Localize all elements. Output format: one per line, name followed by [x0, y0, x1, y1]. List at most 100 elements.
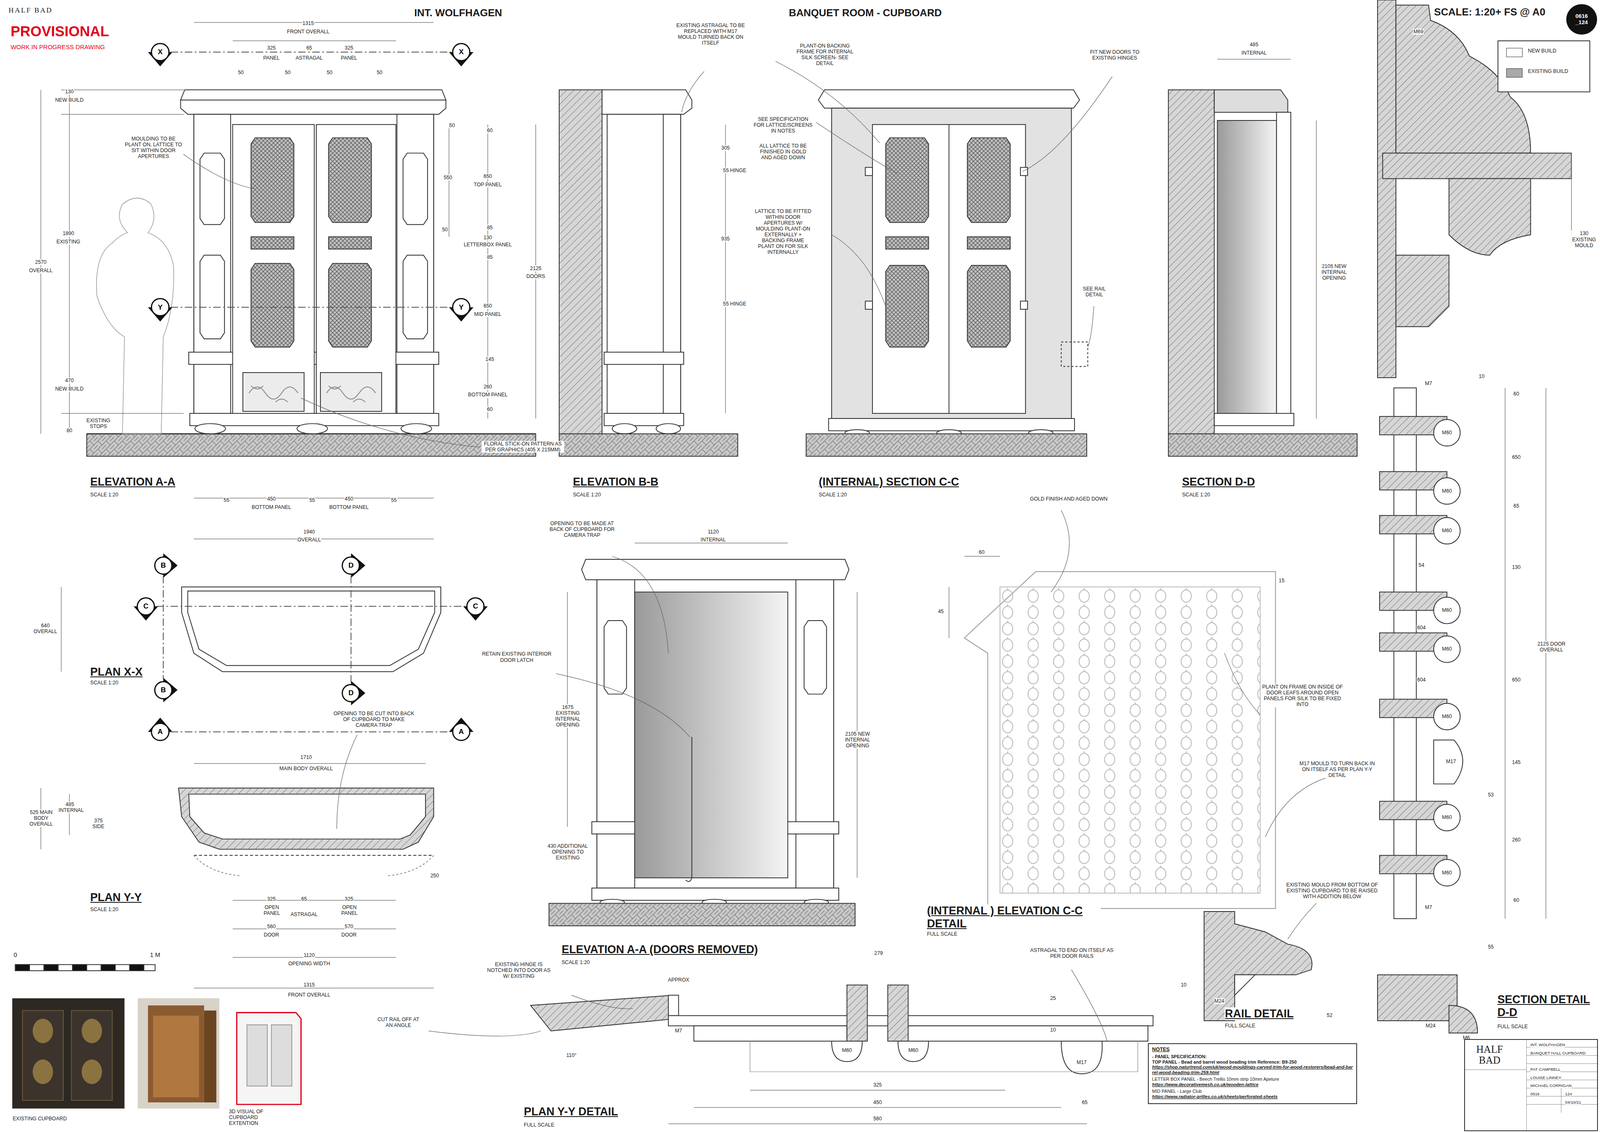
annotation-label: 1 M — [149, 951, 161, 959]
annotation-label: WORK IN PROGRESS DRAWING — [10, 43, 105, 51]
annotation-label: M24 — [1425, 1022, 1437, 1029]
annotation-label: ELEVATION A-A (DOORS REMOVED) — [561, 942, 759, 956]
annotation-label: 55 — [1487, 943, 1495, 950]
annotation-label: INT. WOLFHAGEN — [413, 7, 503, 19]
annotation-label: 130 — [482, 234, 493, 241]
annotation-label: 560 — [266, 923, 276, 930]
drawing-number: 0616 _124 — [1573, 13, 1590, 26]
annotation-label: OPEN PANEL — [259, 904, 285, 916]
annotation-label: 2125 — [529, 265, 542, 272]
annotation-label: 130 — [1511, 564, 1521, 570]
title-block-text: BANQUET HALL CUPBOARD — [1530, 1050, 1586, 1055]
section-marker: C — [466, 597, 485, 616]
annotation-label: M69 — [1412, 28, 1424, 35]
annotation-label: 110° — [565, 1052, 577, 1058]
annotation-label: (INTERNAL ) ELEVATION C-C DETAIL — [926, 904, 1101, 930]
title-block-text: PAT CAMPBELL — [1530, 1067, 1561, 1072]
section-marker: B — [154, 556, 173, 575]
annotation-label: (INTERNAL) SECTION C-C — [818, 475, 960, 489]
annotation-label: 375 SIDE — [88, 817, 108, 830]
annotation-label: 1315 — [302, 981, 315, 988]
section-marker: C — [136, 597, 155, 616]
section-marker: X — [452, 42, 471, 62]
annotation-label: 640 OVERALL — [29, 622, 61, 635]
title-block-text: LOUISE LINNEY — [1530, 1075, 1562, 1080]
annotation-label: OPENING WIDTH — [287, 960, 331, 967]
annotation-label: FULL SCALE — [926, 930, 958, 937]
annotation-label: 935 — [720, 235, 730, 242]
annotation-label: 65 — [1512, 502, 1520, 509]
annotation-label: 325 — [344, 895, 354, 902]
annotation-label: 50 — [284, 69, 292, 76]
note-line: https://www.decorativemesh.co.uk/wooden-… — [1152, 1081, 1353, 1088]
annotation-label: 260 — [482, 383, 493, 390]
annotation-label: M7 — [1424, 904, 1433, 910]
annotation-label: NEW BUILD — [55, 97, 85, 103]
annotation-label: M60 — [1441, 527, 1453, 534]
annotation-label: 50 — [376, 69, 383, 76]
note-line: LETTER BOX PANEL - Beech Trellis 10mm st… — [1152, 1076, 1353, 1082]
annotation-label: 65 — [1081, 1099, 1088, 1105]
annotation-label: MOULDING TO BE PLANT ON, LATTICE TO SIT … — [123, 135, 184, 160]
annotation-label: M60 — [907, 1047, 919, 1053]
note-line: MID PANEL - Large Club — [1152, 1088, 1353, 1094]
annotation-label: TOP PANEL — [473, 181, 503, 188]
annotation-label: M17 — [1445, 758, 1457, 765]
annotation-label: 55 — [223, 497, 230, 503]
annotation-label: 250 — [430, 872, 440, 879]
annotation-label: OPEN PANEL — [336, 904, 363, 916]
annotation-label: 65 — [305, 45, 313, 51]
section-line — [156, 605, 465, 607]
annotation-label: PANEL — [262, 55, 280, 61]
annotation-label: 325 — [266, 45, 276, 51]
annotation-label: 55 HINGE — [722, 167, 747, 174]
annotation-label: M60 — [1441, 814, 1453, 820]
annotation-label: EXISTING MOULD FROM BOTTOM OF EXISTING C… — [1284, 881, 1380, 900]
annotation-label: M17 MOULD TO TURN BACK IN ON ITSELF AS P… — [1297, 760, 1378, 778]
annotation-label: 2570 — [34, 259, 47, 265]
annotation-label: 325 — [266, 895, 276, 902]
annotation-label: M60 — [1441, 487, 1453, 494]
annotation-label: M60 — [841, 1047, 853, 1053]
annotation-label: ASTRAGAL — [295, 55, 323, 61]
annotation-label: CUT RAIL OFF AT AN ANGLE — [374, 1016, 423, 1028]
annotation-label: 1890 — [62, 230, 75, 237]
annotation-label: HALF BAD — [8, 6, 54, 15]
annotation-label: 55 HINGE — [722, 300, 747, 307]
legend-text: NEW BUILD — [1527, 47, 1557, 54]
annotation-label: M60 — [1441, 869, 1453, 876]
annotation-label: M7 — [674, 1027, 683, 1034]
annotation-label: EXISTING STOPS — [83, 417, 114, 430]
annotation-label: INTERNAL — [700, 536, 727, 543]
annotation-label: 65 — [300, 895, 308, 902]
annotation-label: 305 — [720, 145, 730, 151]
annotation-label: ASTRAGAL TO END ON ITSELF AS PER DOOR RA… — [1027, 947, 1116, 959]
annotation-label: M6 — [1462, 1034, 1471, 1041]
notes-box: NOTES- PANEL SPECIFICATION:TOP PANEL - B… — [1147, 1042, 1358, 1104]
section-marker: D — [341, 556, 360, 575]
legend-swatch — [1506, 47, 1523, 58]
annotation-label: 1940 — [302, 528, 315, 535]
annotation-label: 550 — [443, 174, 453, 181]
annotation-label: 145 — [485, 356, 495, 363]
annotation-label: 10 — [1050, 1026, 1057, 1033]
annotation-label: M60 — [1441, 645, 1453, 652]
annotation-label: 2105 NEW INTERNAL OPENING — [841, 730, 873, 749]
annotation-label: BOTTOM PANEL — [328, 504, 370, 510]
annotation-label: 55 — [309, 497, 316, 503]
marker-letter: X — [157, 47, 163, 57]
marker-letter: C — [143, 601, 149, 611]
annotation-label: SCALE 1:20 — [1181, 491, 1211, 498]
section-marker: D — [341, 683, 360, 703]
annotation-label: DOOR — [340, 931, 358, 938]
annotation-label: 60 — [486, 406, 494, 413]
section-marker: A — [452, 722, 471, 741]
annotation-label: FULL SCALE — [523, 1121, 555, 1128]
annotation-label: ALL LATTICE TO BE FINISHED IN GOLD AND A… — [757, 142, 809, 161]
company-logo: HALF BAD — [1469, 1043, 1510, 1065]
title-block-text: 0616 — [1530, 1091, 1540, 1096]
section-marker: B — [154, 680, 173, 700]
marker-letter: D — [348, 560, 354, 570]
annotation-label: 450 — [344, 495, 354, 502]
annotation-label: MID PANEL — [473, 311, 502, 318]
